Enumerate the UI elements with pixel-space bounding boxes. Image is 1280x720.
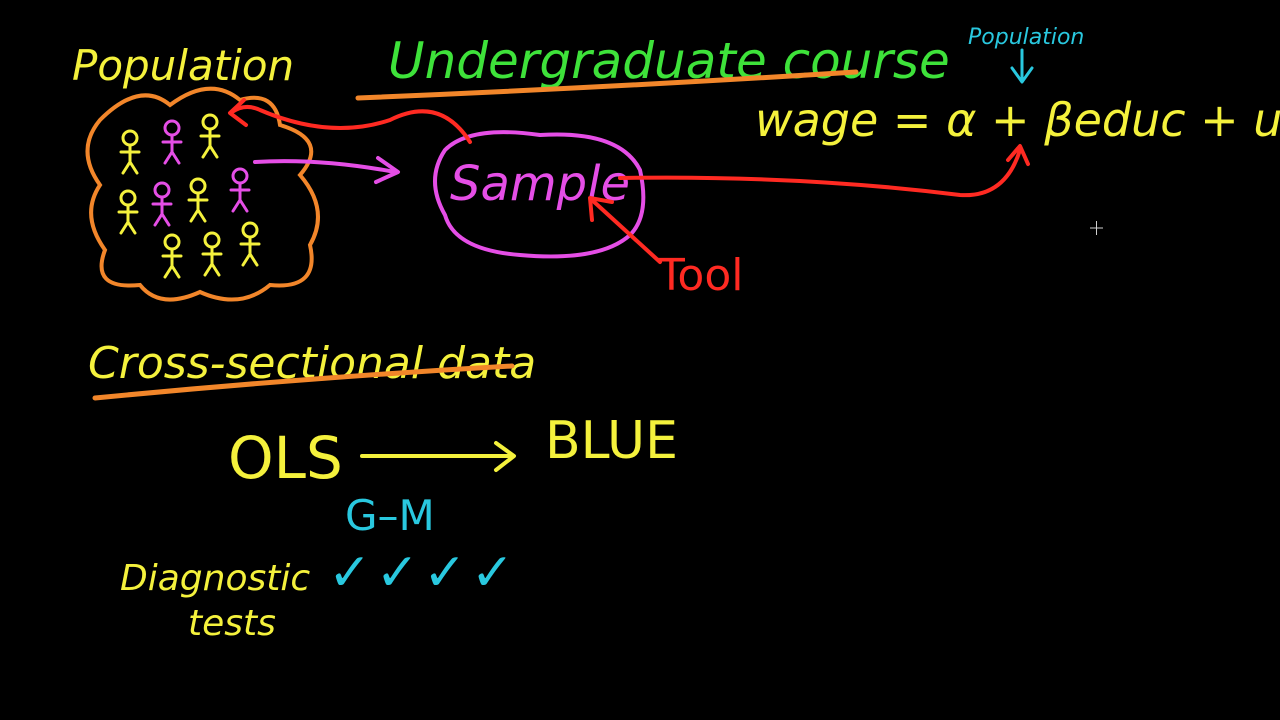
arrow-icon xyxy=(1010,48,1034,84)
stick-figure-icon xyxy=(187,177,209,223)
title: Undergraduate course xyxy=(388,32,950,90)
stick-figure-icon xyxy=(119,129,141,175)
sample-label: Sample xyxy=(450,156,630,212)
data-type-underline xyxy=(92,363,515,401)
check-icon: ✓✓✓✓ xyxy=(328,543,518,603)
blue-label: BLUE xyxy=(545,411,678,471)
stick-figure-icon xyxy=(239,221,261,267)
ols-label: OLS xyxy=(228,424,343,492)
stick-figure-icon xyxy=(151,181,173,227)
stick-figure-icon xyxy=(161,233,183,279)
arrow-icon xyxy=(360,441,516,472)
stick-figure-icon xyxy=(161,119,183,165)
stick-figure-icon xyxy=(199,113,221,159)
population-note: Population xyxy=(968,25,1084,50)
stick-figure-group xyxy=(117,113,261,279)
population-label: Population xyxy=(72,41,294,90)
cursor-icon xyxy=(1090,221,1103,235)
stick-figure-icon xyxy=(201,231,223,277)
arrow-icon xyxy=(253,156,400,184)
stick-figure-icon xyxy=(229,167,251,213)
diagnostic-label-line2: tests xyxy=(188,603,276,644)
arrow-icon xyxy=(588,196,662,264)
gm-label: G–M xyxy=(345,491,435,540)
tool-label: Tool xyxy=(657,250,743,301)
title-underline xyxy=(355,69,859,101)
equation: wage = α + βeduc + u xyxy=(755,93,1280,147)
arrow-icon xyxy=(618,144,1030,198)
stick-figure-icon xyxy=(117,189,139,235)
arrow-icon xyxy=(228,98,472,144)
population-blob xyxy=(85,86,320,302)
diagnostic-label-line1: Diagnostic xyxy=(120,558,310,599)
